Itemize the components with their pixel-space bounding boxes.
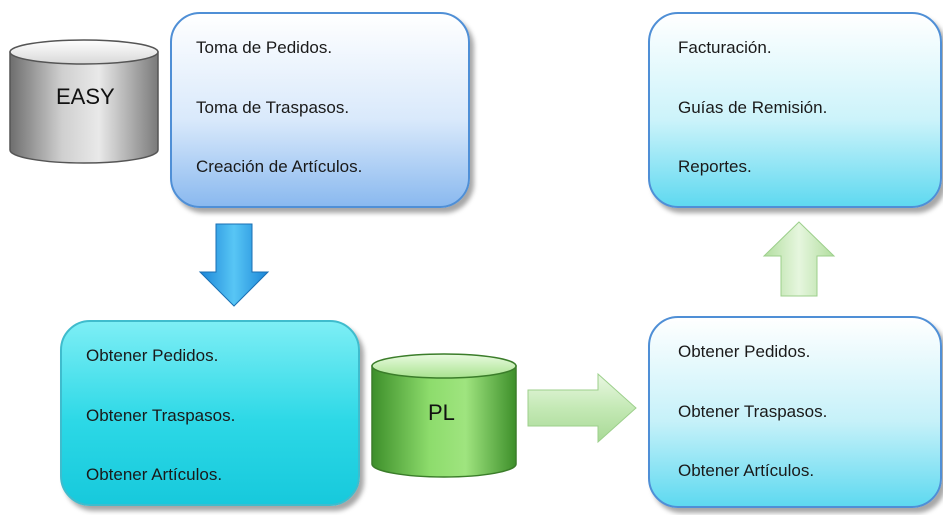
easy-database: EASY — [8, 38, 160, 166]
box-line: Obtener Pedidos. — [86, 346, 219, 365]
box-line: Toma de Pedidos. — [196, 38, 333, 57]
box-line: Toma de Traspasos. — [196, 98, 350, 117]
easy-database-label: EASY — [56, 84, 115, 109]
box-line: Guías de Remisión. — [678, 98, 828, 117]
box-line: Obtener Pedidos. — [678, 342, 811, 361]
arrow-down — [198, 222, 270, 308]
pl-database: PL — [370, 352, 518, 480]
pl-database-label: PL — [428, 400, 455, 425]
extract-box-left: Obtener Pedidos. Obtener Traspasos. Obte… — [60, 320, 360, 506]
box-line: Obtener Traspasos. — [86, 406, 236, 425]
billing-box: Facturación. Guías de Remisión. Reportes… — [648, 12, 942, 208]
box-line: Creación de Artículos. — [196, 157, 363, 176]
box-line: Facturación. — [678, 38, 772, 57]
box-line: Obtener Artículos. — [678, 461, 815, 480]
arrow-right-icon — [527, 372, 637, 444]
arrow-up-icon — [762, 221, 836, 297]
order-entry-box: Toma de Pedidos. Toma de Traspasos. Crea… — [170, 12, 470, 208]
database-cylinder-icon — [371, 353, 517, 478]
box-line: Obtener Traspasos. — [678, 402, 828, 421]
arrow-right — [526, 372, 638, 444]
box-line: Obtener Artículos. — [86, 465, 223, 484]
arrow-up — [762, 220, 836, 298]
extract-box-right: Obtener Pedidos. Obtener Traspasos. Obte… — [648, 316, 942, 508]
database-cylinder-icon — [9, 39, 159, 164]
box-line: Reportes. — [678, 157, 752, 176]
arrow-down-icon — [198, 223, 270, 307]
